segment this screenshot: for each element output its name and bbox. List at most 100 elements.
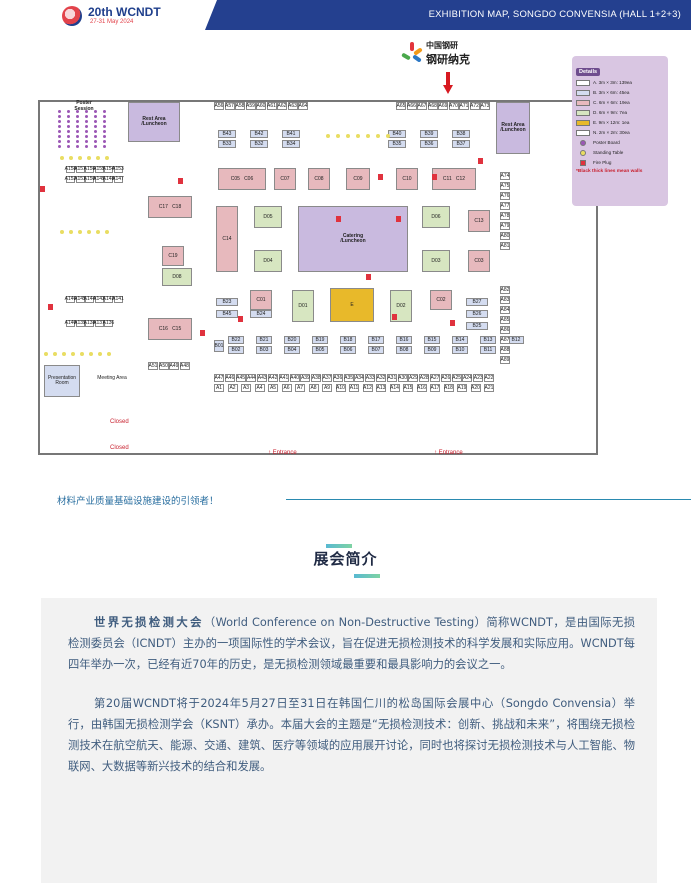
closed-label-1: Closed	[110, 419, 129, 425]
standing-table-icon	[87, 156, 91, 160]
booth-c03: C03	[468, 250, 490, 272]
booth-b13: B13	[480, 336, 496, 344]
poster-board-icon	[94, 145, 97, 148]
booth-a156: A156	[83, 166, 96, 173]
slogan-divider	[286, 499, 691, 500]
booth-c05-c06: C05 C06	[218, 168, 266, 190]
legend-item: C. 6m × 6m: 19ea	[576, 99, 664, 106]
legend-swatch	[576, 119, 590, 126]
booth-c08: C08	[308, 168, 330, 190]
standing-table-icon	[62, 352, 66, 356]
poster-board-icon	[58, 145, 61, 148]
poster-board-icon	[67, 120, 70, 123]
booth-a144: A144	[83, 296, 96, 303]
booth-b16: B16	[396, 336, 412, 344]
legend-swatch	[576, 109, 590, 116]
booth-d08: D08	[162, 268, 192, 286]
standing-table-icon	[386, 134, 390, 138]
legend-item: Poster Board	[576, 139, 664, 146]
booth-a147: A147	[112, 176, 124, 183]
sponsor-logo: 中国钢研 钢研纳克	[401, 38, 502, 66]
booth-b17: B17	[368, 336, 384, 344]
poster-board-icon	[103, 145, 106, 148]
booth-a69: A69	[438, 102, 448, 110]
booth-a48: A48	[179, 362, 190, 370]
booth-a42: A42	[268, 374, 278, 382]
fire-plug-icon	[336, 216, 341, 222]
booth-a15: A15	[403, 384, 413, 392]
standing-table-icon	[105, 156, 109, 160]
booth-b38: B38	[452, 130, 470, 138]
slogan-text: 材料产业质量基础设施建设的引领者！	[57, 496, 219, 507]
booth-a59: A59	[245, 102, 256, 110]
booth-a153: A153	[112, 166, 124, 173]
booth-a79: A79	[500, 222, 510, 230]
booth-a33: A33	[365, 374, 376, 382]
booth-a36: A36	[332, 374, 343, 382]
standing-table-icon	[53, 352, 57, 356]
legend-note: *Black thick lines mean walls	[576, 169, 643, 174]
poster-board-icon	[85, 120, 88, 123]
booth-a62: A62	[277, 102, 287, 110]
poster-board-icon	[76, 145, 79, 148]
legend-label: A. 3m × 3m: 139ea	[593, 80, 632, 85]
booth-d03: D03	[422, 250, 450, 272]
booth-a11: A11	[349, 384, 359, 392]
legend-swatch	[576, 79, 590, 86]
booth-a154: A154	[102, 166, 115, 173]
hall-outline	[38, 100, 598, 455]
booth-b06: B06	[340, 346, 356, 354]
booth-a78: A78	[500, 212, 510, 220]
poster-board-icon	[94, 125, 97, 128]
booth-c01: C01	[250, 290, 272, 310]
booth-a25: A25	[451, 374, 462, 382]
booth-b34: B34	[282, 140, 300, 148]
booth-a80: A80	[500, 232, 510, 240]
section-heading: 展会简介	[0, 544, 691, 578]
booth-b35: B35	[388, 140, 406, 148]
booth-a152: A152	[64, 176, 77, 183]
wcndt-logo: 20th WCNDT 27-31 May 2024	[0, 0, 205, 30]
legend-swatch	[576, 129, 590, 136]
section-title: 展会简介	[313, 550, 378, 568]
booth-a22: A22	[484, 374, 494, 382]
booth-b04: B04	[284, 346, 300, 354]
booth-a83: A83	[500, 296, 510, 304]
booth-a43: A43	[257, 374, 268, 382]
poster-board-icon	[94, 110, 97, 113]
booth-a4: A4	[254, 384, 265, 392]
intro-paragraph-2: 第20届WCNDT将于2024年5月27日至31日在韩国仁川的松岛国际会展中心（…	[68, 697, 635, 773]
legend-item: N. 2m × 2m: 30ea	[576, 129, 664, 136]
standing-table-icon	[71, 352, 75, 356]
booth-a47: A47	[214, 374, 224, 382]
booth-a30: A30	[397, 374, 408, 382]
booth-a45: A45	[235, 374, 246, 382]
legend-title: Details	[576, 68, 601, 76]
arrow-down-icon	[443, 72, 453, 96]
sponsor-mark-icon	[401, 42, 423, 63]
poster-board-icon	[103, 130, 106, 133]
booth-b24: B24	[250, 310, 272, 318]
booth-a73: A73	[480, 102, 490, 110]
booth-b32: B32	[250, 140, 268, 148]
booth-a65: A65	[396, 102, 406, 110]
booth-b09: B09	[424, 346, 440, 354]
booth-a75: A75	[500, 182, 510, 190]
booth-b23: B23	[216, 298, 238, 306]
rest-area-left: Rest Area /Luncheon	[128, 102, 180, 142]
booth-a40: A40	[289, 374, 300, 382]
booth-a5: A5	[268, 384, 278, 392]
presentation-room: Presentation Room	[44, 365, 80, 397]
poster-board-icon	[58, 110, 61, 113]
booth-b19: B19	[312, 336, 328, 344]
booth-d05: D05	[254, 206, 282, 228]
booth-a58: A58	[235, 102, 245, 110]
legend-swatch	[580, 139, 586, 146]
booth-b22: B22	[228, 336, 244, 344]
booth-a157: A157	[74, 166, 86, 173]
booth-a158: A158	[64, 166, 77, 173]
booth-a12: A12	[362, 384, 373, 392]
booth-c10: C10	[396, 168, 418, 190]
booth-a149: A149	[93, 176, 105, 183]
